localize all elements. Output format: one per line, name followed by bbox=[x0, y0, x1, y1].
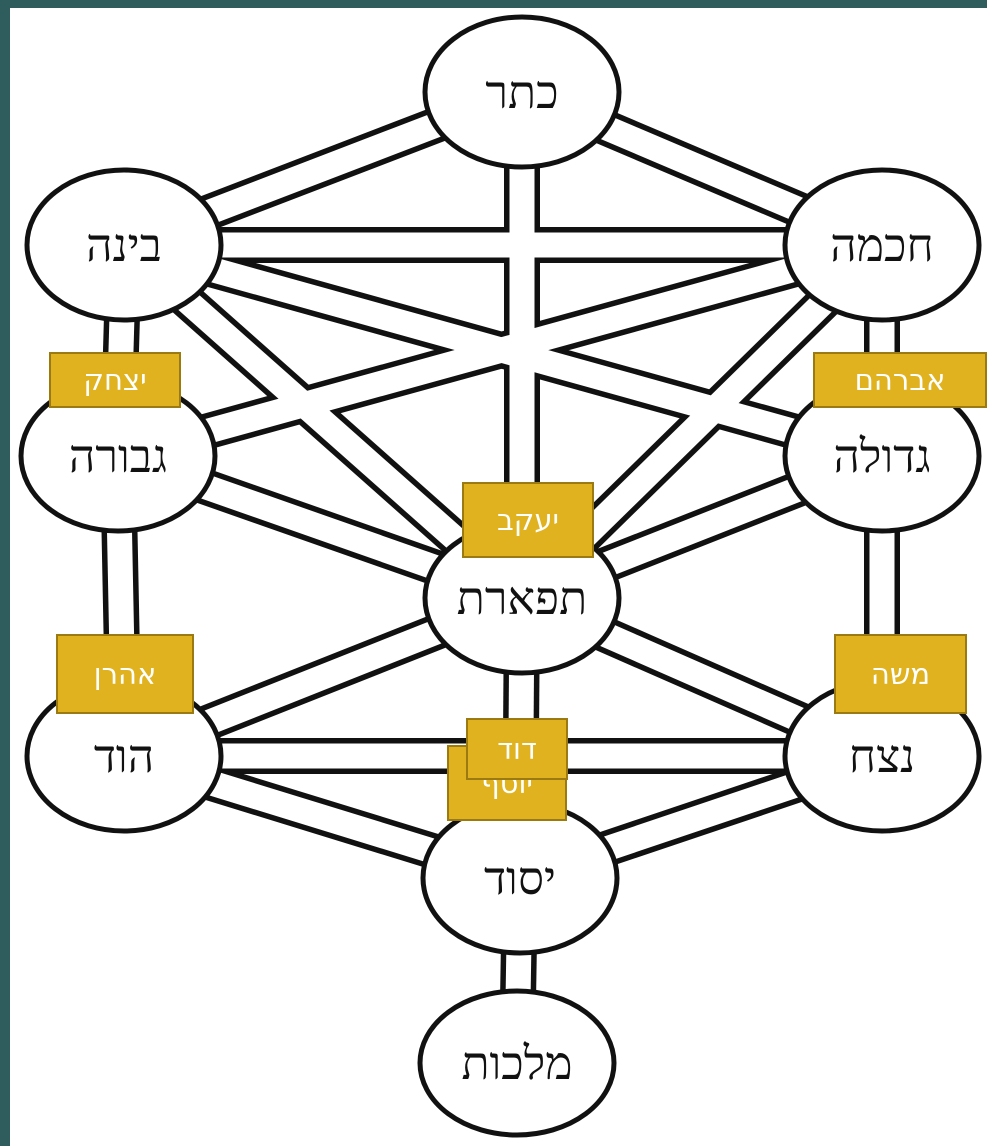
sefira-chochmah-name: חכמה bbox=[830, 218, 933, 272]
label-yaakov: יעקב bbox=[462, 482, 594, 558]
sefira-gedulah: גדולה bbox=[782, 378, 982, 534]
sefira-yesod: יסוד bbox=[420, 800, 620, 956]
sefira-gevurah: גבורה bbox=[18, 378, 218, 534]
left-accent-bar bbox=[0, 0, 10, 1146]
label-yitzchak: יצחק bbox=[49, 352, 181, 408]
sefira-binah: בינה bbox=[24, 167, 224, 323]
sefira-chochmah: חכמה bbox=[782, 167, 982, 323]
sefira-gedulah-name: גדולה bbox=[833, 429, 930, 483]
sefira-malchut-name: מלכות bbox=[461, 1036, 572, 1090]
sefira-tiferet: תפארת bbox=[422, 520, 622, 676]
sefira-keter: כתר bbox=[422, 14, 622, 170]
label-moshe: משה bbox=[834, 634, 967, 714]
sefira-hod-name: הוד bbox=[94, 729, 154, 783]
path-binah-tiferet bbox=[115, 235, 531, 608]
sefira-yesod-name: יסוד bbox=[484, 851, 556, 905]
sefira-chochmah-circle bbox=[782, 167, 982, 323]
sefira-tiferet-name: תפארת bbox=[457, 571, 587, 625]
label-avraham: אברהם bbox=[813, 352, 987, 408]
top-accent-bar bbox=[0, 0, 987, 8]
path-chochmah-gevurah bbox=[114, 232, 886, 469]
label-david: דוד bbox=[466, 718, 568, 780]
sefira-netzach: נצח bbox=[782, 678, 982, 834]
sefira-netzach-name: נצח bbox=[849, 729, 915, 783]
sefira-keter-name: כתר bbox=[485, 65, 558, 119]
sefira-binah-circle bbox=[24, 167, 224, 323]
sefira-binah-name: בינה bbox=[86, 218, 162, 272]
sefira-malchut-circle bbox=[417, 988, 617, 1138]
sefira-keter-circle bbox=[422, 14, 622, 170]
label-aharon: אהרן bbox=[56, 634, 194, 714]
sefira-gevurah-name: גבורה bbox=[69, 429, 167, 483]
sefira-malchut: מלכות bbox=[417, 988, 617, 1138]
